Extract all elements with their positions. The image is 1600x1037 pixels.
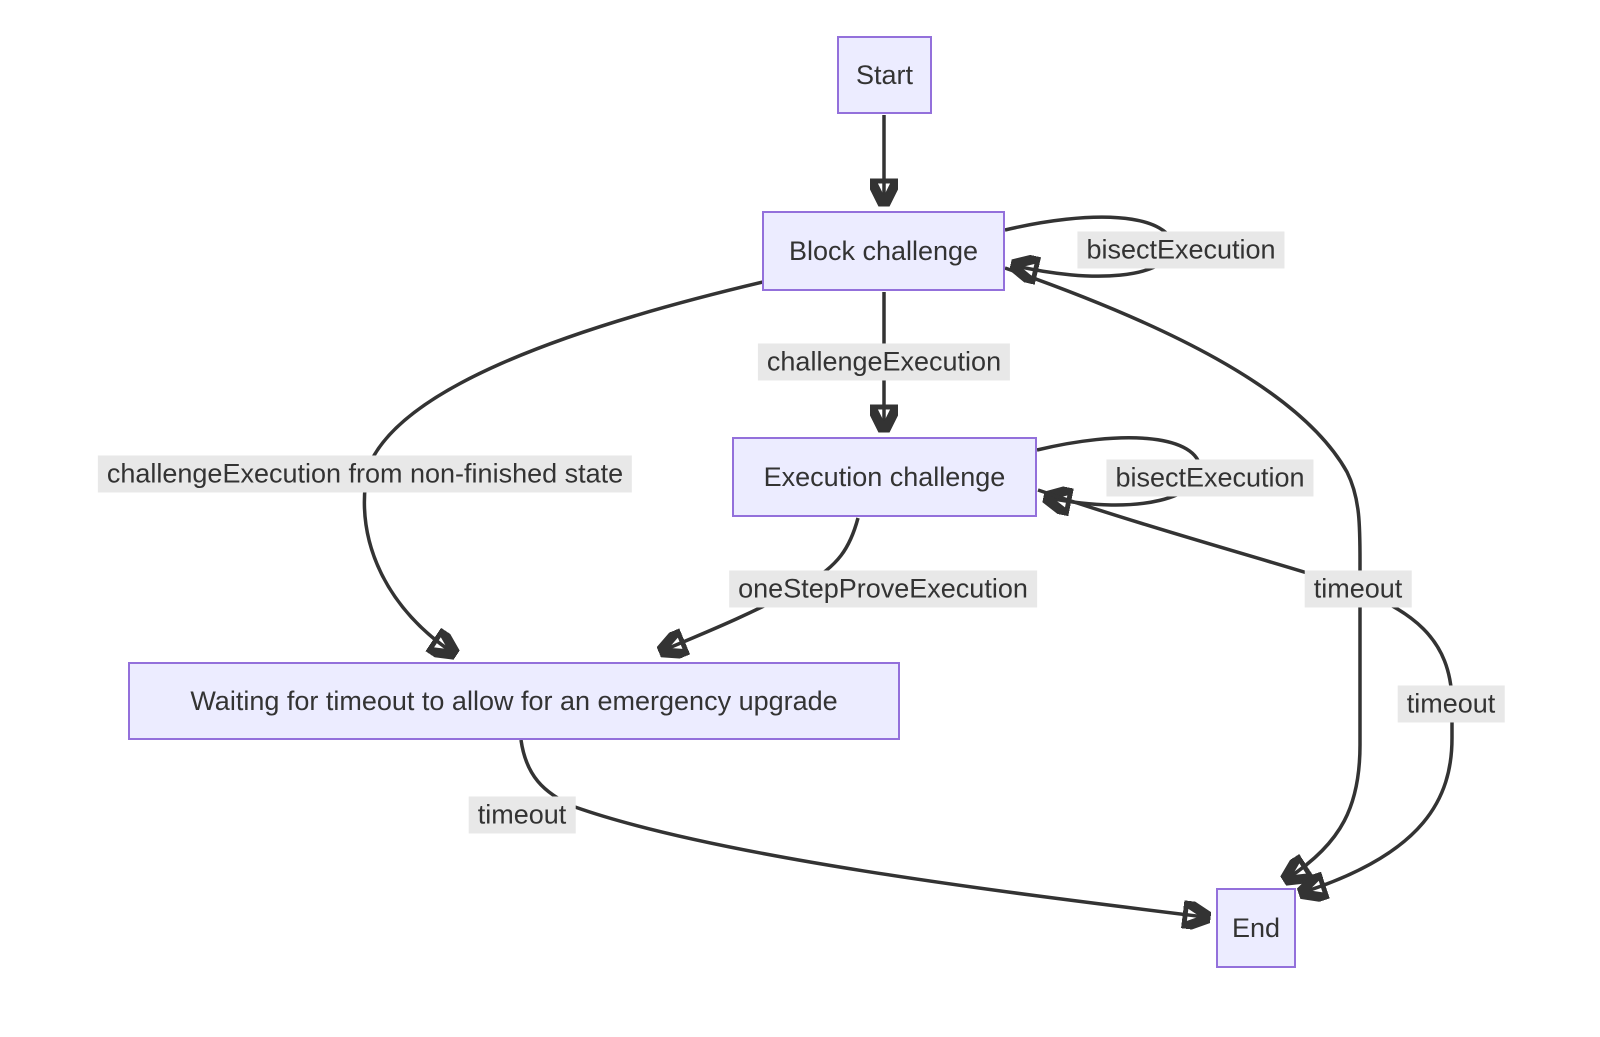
- edge-label-challenge-from-nonfinished: challengeExecution from non-finished sta…: [97, 455, 633, 493]
- edge-block-to-end-timeout: [1004, 266, 1362, 878]
- edge-label-timeout-block: timeout: [1304, 570, 1412, 608]
- node-end: End: [1216, 888, 1296, 968]
- edge-label-timeout-waiting: timeout: [468, 796, 576, 834]
- node-waiting-label: Waiting for timeout to allow for an emer…: [190, 685, 838, 716]
- node-start: Start: [837, 36, 932, 114]
- node-execution-challenge-label: Execution challenge: [763, 461, 1006, 492]
- edge-label-timeout-execution: timeout: [1397, 685, 1505, 723]
- edge-label-one-step-prove: oneStepProveExecution: [729, 570, 1037, 608]
- node-block-challenge: Block challenge: [762, 211, 1005, 291]
- node-block-challenge-label: Block challenge: [788, 235, 979, 266]
- edge-label-challenge-execution: challengeExecution: [757, 343, 1011, 381]
- edge-label-bisect-block: bisectExecution: [1077, 231, 1285, 269]
- node-waiting: Waiting for timeout to allow for an emer…: [128, 662, 900, 740]
- node-end-label: End: [1231, 912, 1281, 943]
- edge-block-to-waiting: [362, 280, 764, 652]
- edge-execution-to-end-timeout: [1037, 488, 1454, 892]
- node-execution-challenge: Execution challenge: [732, 437, 1037, 517]
- edge-waiting-to-end-timeout: [519, 739, 1205, 917]
- edge-label-bisect-execution: bisectExecution: [1106, 459, 1314, 497]
- node-start-label: Start: [855, 59, 914, 90]
